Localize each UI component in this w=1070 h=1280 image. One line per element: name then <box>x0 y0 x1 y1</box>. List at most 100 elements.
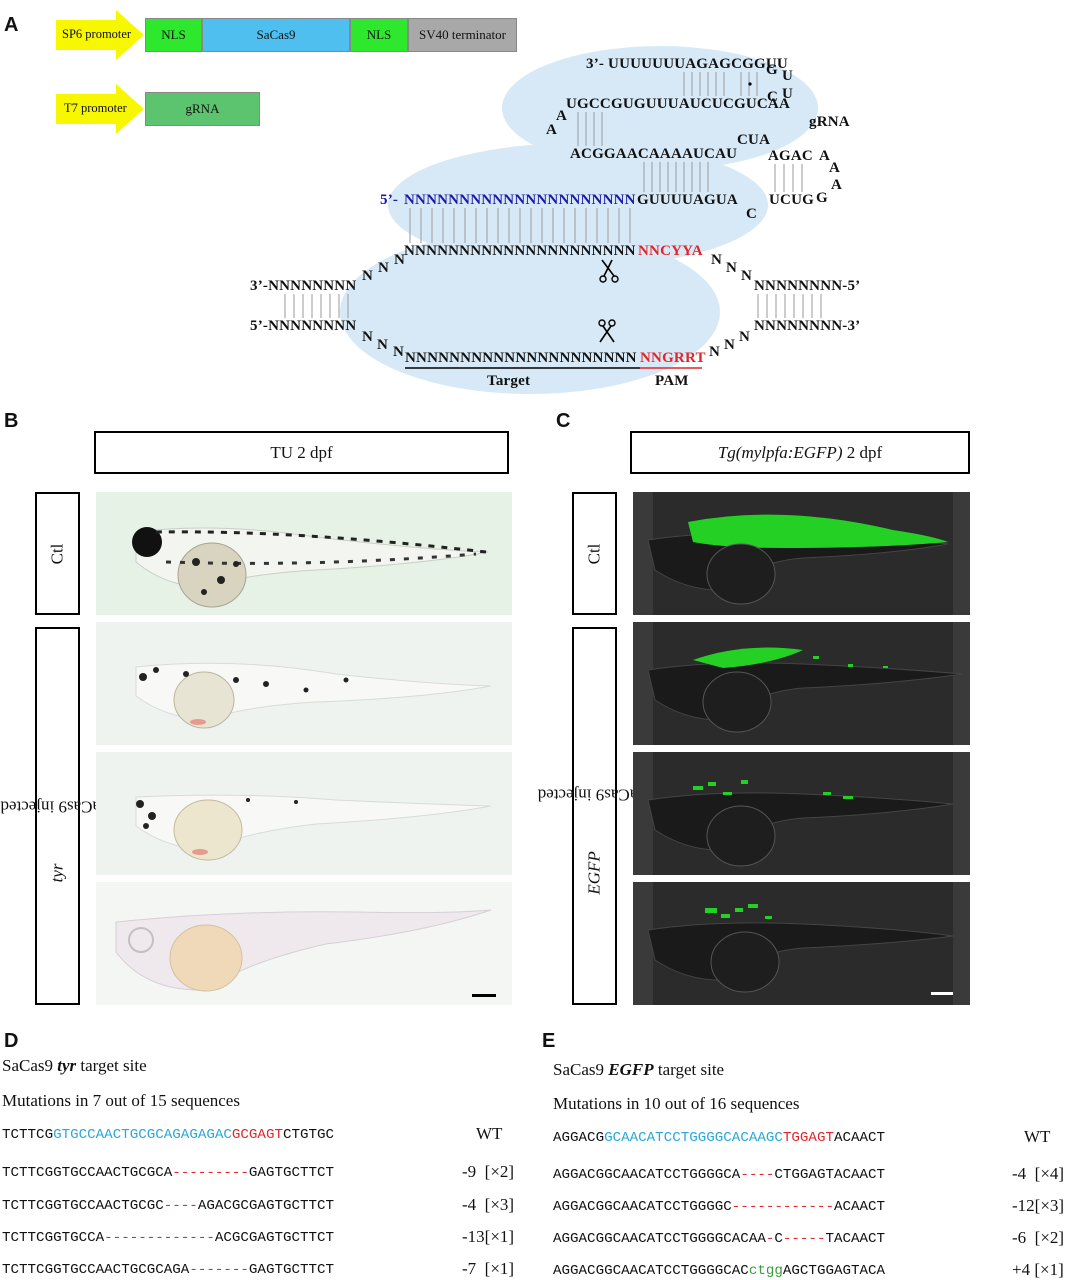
rna-g1: G <box>766 62 778 78</box>
sp6-promoter-label: SP6 promoter <box>62 27 132 41</box>
panel-e-wt-sequence: AGGACGGCAACATCCTGGGGCACAAGCTGGAGTACAACT <box>553 1130 886 1146</box>
panel-label-a: A <box>4 14 19 36</box>
rna-u2: U <box>782 86 794 102</box>
panel-label-b: B <box>4 410 19 432</box>
mutation-sequence: TCTTCGGTGCCAACTGCGC----AGACGCGAGTGCTTCT <box>2 1198 335 1214</box>
mutation-label: -12[×3] <box>1012 1196 1065 1215</box>
spacer-five-prime: 5’- <box>380 192 399 208</box>
panel-e-subtitle: Mutations in 10 out of 16 sequences <box>553 1094 800 1113</box>
larva-image-injected-3 <box>96 882 512 1005</box>
panel-label-c: C <box>556 410 571 432</box>
bulge-n-9: N <box>393 344 405 360</box>
panel-d-wt-sequence: TCTTCGGTGCCAACTGCGCAGAGAGACGCGAGTCTGTGC <box>2 1127 335 1143</box>
dna-left-bottom: 5’-NNNNNNNN <box>250 318 357 334</box>
rna-ucug: UCUG <box>769 192 814 208</box>
bulge-n-11: N <box>724 337 736 353</box>
bulge-n-5: N <box>726 260 738 276</box>
bulge-n-1: N <box>362 268 374 284</box>
scissors-icon <box>599 259 619 283</box>
scissors-icon <box>598 319 616 343</box>
dna-left-top: 3’-NNNNNNNN <box>250 278 357 294</box>
rna-a2: A <box>546 122 558 138</box>
pam-label: PAM <box>655 373 689 389</box>
mutation-label: -4 [×4] <box>1012 1164 1065 1183</box>
bulge-n-8: N <box>377 337 389 353</box>
t7-promoter-arrow <box>56 84 144 134</box>
scale-bar <box>931 992 953 995</box>
rna-a5: A <box>831 177 843 193</box>
rna-c1: C <box>767 89 779 105</box>
rna-a4: A <box>829 160 841 176</box>
pam-bottom: NNGRRT <box>640 350 706 366</box>
mutation-label: -6 [×2] <box>1012 1228 1065 1247</box>
target-strand-bottom: NNNNNNNNNNNNNNNNNNNNN <box>405 350 637 366</box>
rna-g2: G <box>816 190 828 206</box>
bulge-n-10: N <box>709 344 721 360</box>
sv40-terminator-segment: SV40 terminator <box>408 18 517 52</box>
spacer-tail: GUUUUAGUA <box>637 192 738 208</box>
panel-label-e: E <box>542 1030 556 1052</box>
panel-a-background <box>340 46 818 394</box>
base-pairing-lines <box>284 72 822 369</box>
t7-promoter-label: T7 promoter <box>64 101 127 115</box>
larva-image-injected-2 <box>96 752 512 875</box>
fluorescence-image-injected-2 <box>633 752 970 875</box>
mutation-sequence: TCTTCGGTGCCAACTGCGCA---------GAGTGCTTCT <box>2 1165 335 1181</box>
panel-b-injected-label: tyr/SaCas9 injected <box>1 627 114 1005</box>
fluorescence-image-ctl <box>633 492 970 615</box>
rna-line-1: 3’- UUUUUUUAGAGCGGUU <box>586 56 788 72</box>
mutation-sequence: AGGACGGCAACATCCTGGGGC------------ACAACT <box>553 1199 886 1215</box>
bulge-n-2: N <box>378 260 390 276</box>
fluorescence-image-injected-1 <box>633 622 970 745</box>
rna-line-2: UGCCGUGUUUAUCUCGUCAA <box>566 96 790 112</box>
panel-c-header: Tg(mylpfa:EGFP) 2 dpf <box>630 431 970 474</box>
nls-segment-1: NLS <box>145 18 202 52</box>
bulge-n-12: N <box>739 329 751 345</box>
bulge-n-7: N <box>362 329 374 345</box>
grna-structure-label: gRNA <box>809 114 850 130</box>
rna-a3: A <box>819 148 831 164</box>
panel-d-subtitle: Mutations in 7 out of 15 sequences <box>2 1091 240 1110</box>
rna-line-3: ACGGAACAAAAUCAU <box>570 146 738 162</box>
panel-b-ctl-label: Ctl <box>35 492 80 615</box>
rna-c2: C <box>746 206 758 222</box>
mutation-sequence: AGGACGGCAACATCCTGGGGCACAA-C-----TACAACT <box>553 1231 886 1247</box>
rna-a1: A <box>556 108 568 124</box>
panel-b-header: TU 2 dpf <box>94 431 509 474</box>
panel-c-injected-label: EGFP/SaCas9 injected <box>538 627 651 1005</box>
mutation-label: -9 [×2] <box>462 1162 515 1181</box>
rna-agac: AGAC <box>768 148 813 164</box>
dna-right-bottom: NNNNNNNN-3’ <box>754 318 861 334</box>
panel-c-ctl-label: Ctl <box>572 492 617 615</box>
panel-d-wt-label: WT <box>476 1124 503 1143</box>
bulge-n-4: N <box>711 252 723 268</box>
fluorescence-image-injected-3 <box>633 882 970 1005</box>
rna-cua: CUA <box>737 132 771 148</box>
target-strand-top: NNNNNNNNNNNNNNNNNNNNN <box>404 243 636 259</box>
panel-e-wt-label: WT <box>1024 1127 1051 1146</box>
panel-d-title: SaCas9 tyr target site <box>2 1056 147 1075</box>
mutation-label: +4 [×1] <box>1012 1260 1064 1279</box>
mutation-sequence: TCTTCGGTGCCAACTGCGCAGA-------GAGTGCTTCT <box>2 1262 335 1278</box>
spacer-sequence: NNNNNNNNNNNNNNNNNNNNN <box>404 192 636 208</box>
panel-label-d: D <box>4 1030 19 1052</box>
bulge-n-3: N <box>394 252 406 268</box>
panel-e-title: SaCas9 EGFP target site <box>553 1060 725 1079</box>
larva-image-injected-1 <box>96 622 512 745</box>
pam-top: NNCYYA <box>638 243 703 259</box>
mutation-sequence: AGGACGGCAACATCCTGGGGCA----CTGGAGTACAACT <box>553 1167 886 1183</box>
mutation-label: -4 [×3] <box>462 1195 515 1214</box>
dna-right-top: NNNNNNNN-5’ <box>754 278 861 294</box>
rna-u1: U <box>782 68 794 84</box>
nls-segment-2: NLS <box>350 18 408 52</box>
mutation-sequence: AGGACGGCAACATCCTGGGGCACctggAGCTGGAGTACA <box>553 1263 886 1279</box>
mutation-sequence: TCTTCGGTGCCA-------------ACGCGAGTGCTTCT <box>2 1230 335 1246</box>
sacas9-segment: SaCas9 <box>202 18 350 52</box>
target-label: Target <box>487 373 531 389</box>
mutation-label: -7 [×1] <box>462 1259 515 1278</box>
scale-bar <box>472 994 496 997</box>
larva-image-ctl <box>96 492 512 615</box>
bulge-n-6: N <box>741 268 753 284</box>
grna-segment: gRNA <box>145 92 260 126</box>
mutation-label: -13[×1] <box>462 1227 515 1246</box>
